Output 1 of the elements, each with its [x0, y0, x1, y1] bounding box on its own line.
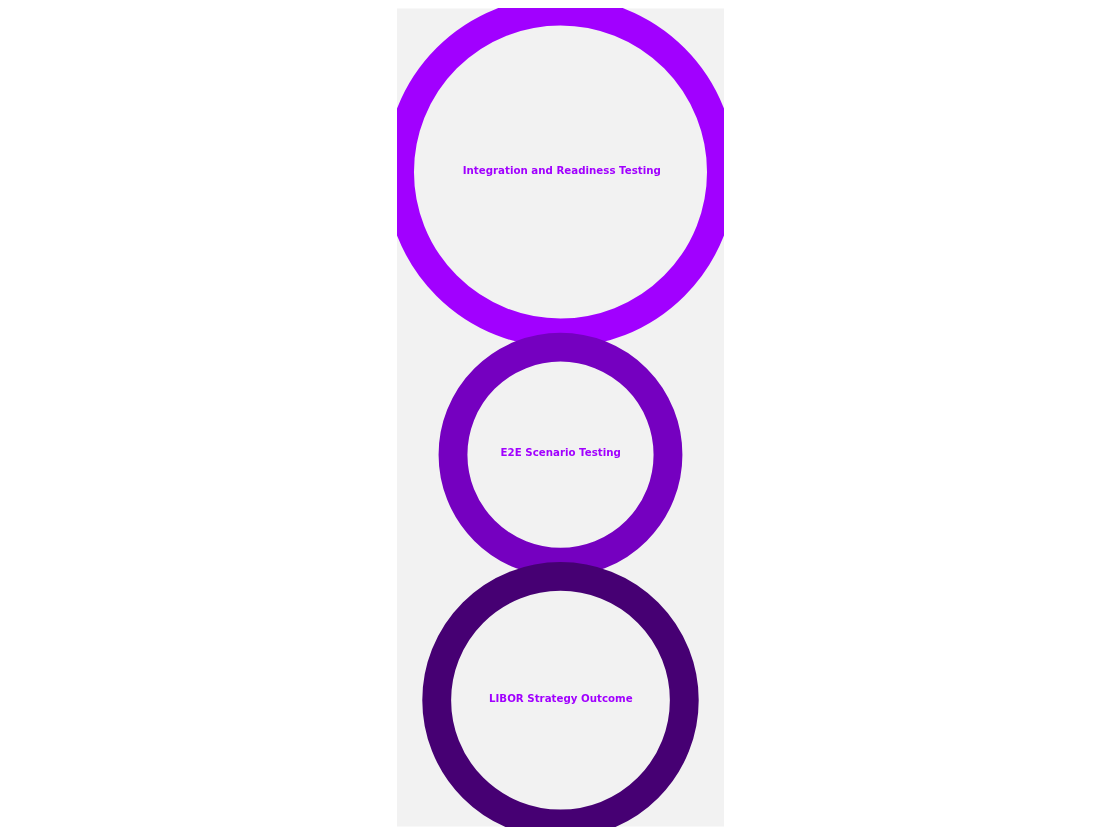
node-circle: LIBOR Strategy Outcome — [421, 562, 699, 827]
